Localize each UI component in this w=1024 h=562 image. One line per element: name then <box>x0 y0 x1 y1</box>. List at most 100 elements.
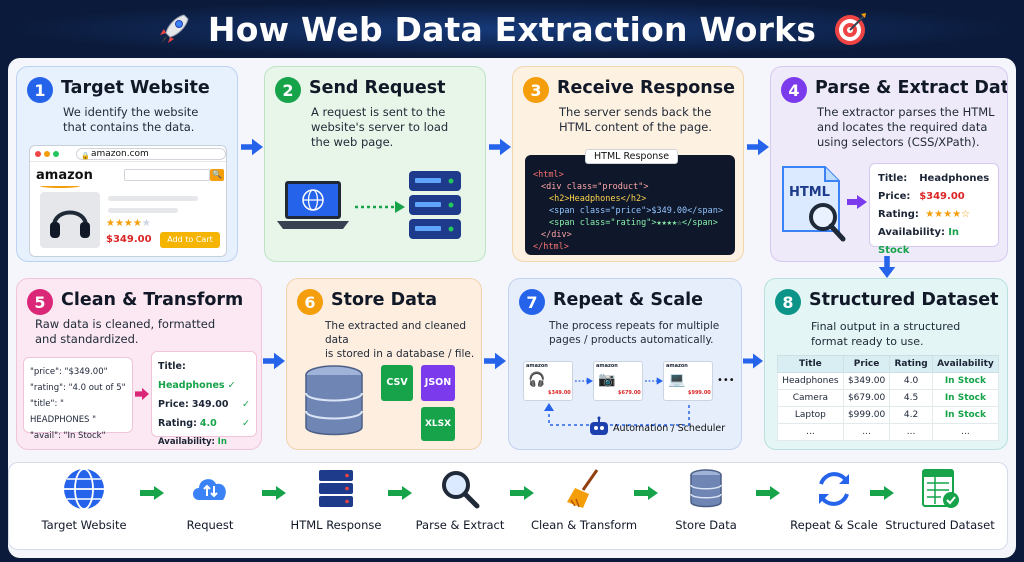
step-number-badge: 7 <box>519 289 545 315</box>
rocket-icon <box>159 14 189 44</box>
flow-arrow-right-icon <box>263 352 285 370</box>
flow-arrow-green-icon <box>870 486 894 500</box>
step-card-receive-response: 3 Receive Response The server sends back… <box>512 66 744 262</box>
rating-stars: ★★★★★ <box>106 218 151 229</box>
clean-data-box: Title: Headphones ✓ Price: 349.00 ✓ Rati… <box>151 351 257 447</box>
extracted-fields-box: Title: Headphones Price: $349.00 Rating:… <box>869 163 999 256</box>
refresh-icon <box>819 472 849 506</box>
field-value-stars: ★★★★☆ <box>925 209 971 220</box>
flow-step-store-data: Store Data <box>646 466 766 542</box>
step-number-badge: 5 <box>27 289 53 315</box>
browser-titlebar: 🔒 amazon.com <box>30 146 226 162</box>
flow-arrow-green-icon <box>756 486 780 500</box>
column-header: Title <box>777 355 844 373</box>
robot-icon <box>590 416 608 435</box>
target-icon <box>835 13 867 45</box>
flow-arrow-right-icon <box>747 138 769 156</box>
step-title: Receive Response <box>557 78 736 98</box>
step-title: Parse & Extract Data <box>815 78 1008 98</box>
column-header: Price <box>842 355 891 373</box>
step-card-parse-extract: 4 Parse & Extract Data The extractor par… <box>770 66 1008 262</box>
raw-line: "rating": "4.0 out of 5" <box>30 383 126 393</box>
lock-icon: 🔒 <box>81 152 90 160</box>
camera-thumb-icon: 📷 <box>598 372 616 388</box>
flow-step-label: Parse & Extract <box>415 518 505 532</box>
loop-dotted-arrow <box>544 403 690 426</box>
flow-arrow-right-icon <box>241 138 263 156</box>
url-bar[interactable]: 🔒 amazon.com <box>76 148 226 160</box>
check-icon: ✓ <box>242 418 250 429</box>
laptop-thumb-icon: 💻 <box>668 372 686 388</box>
check-icon: ✓ <box>242 399 250 410</box>
flow-arrow-right-icon <box>743 353 763 369</box>
product-text-placeholder <box>108 208 178 213</box>
step-card-target-website: 1 Target Website We identify the website… <box>16 66 238 262</box>
step-number-badge: 6 <box>297 289 323 315</box>
step-number-badge: 2 <box>275 77 301 103</box>
flow-step-request: Request <box>150 466 270 542</box>
html-doc-label: HTML <box>789 185 830 200</box>
step-title: Send Request <box>309 78 446 98</box>
flow-step-clean-transform: Clean & Transform <box>524 466 644 542</box>
flow-arrow-right-icon <box>489 138 511 156</box>
site-search-button[interactable]: 🔍 <box>210 169 224 181</box>
field-label: Rating: <box>878 209 919 220</box>
code-line: <h2>Headphones</h2> <box>549 194 647 204</box>
amazon-logo: amazon <box>36 168 93 183</box>
flow-step-parse-extract: Parse & Extract <box>400 466 520 542</box>
code-line: </div> <box>541 230 572 240</box>
step-title: Structured Dataset <box>809 290 999 310</box>
column-header: Availability <box>931 355 1000 373</box>
product-page-thumb: amazon 💻 $999.00 <box>663 361 713 401</box>
raw-line: "title": " HEADPHONES " <box>30 399 97 425</box>
flow-arrow-green-icon <box>262 486 286 500</box>
step-card-store-data: 6 Store Data The extracted and cleaned d… <box>286 278 482 450</box>
database-icon <box>305 365 363 436</box>
dataset-table: Title Price Rating Availability Headphon… <box>777 355 1000 441</box>
table-row: ............ <box>777 423 1000 441</box>
maximize-dot-icon <box>53 151 59 157</box>
step-card-repeat-scale: 7 Repeat & Scale The process repeats for… <box>508 278 742 450</box>
browser-window: 🔒 amazon.com amazon 🔍 ★★★★★ $349.00 Add … <box>29 145 227 257</box>
add-to-cart-button[interactable]: Add to Cart <box>160 232 220 248</box>
step-card-structured-dataset: 8 Structured Dataset Final output in a s… <box>764 278 1008 450</box>
step-number-badge: 8 <box>775 289 801 315</box>
code-line: <html> <box>533 170 564 180</box>
globe-icon <box>64 468 104 510</box>
flow-step-label: HTML Response <box>290 518 382 532</box>
field-label: Price: <box>878 191 911 202</box>
minimize-dot-icon <box>44 151 50 157</box>
flow-step-label: Repeat & Scale <box>790 518 878 532</box>
code-line: <span class="price">$349.00</span> <box>549 206 723 216</box>
column-header: Rating <box>889 355 933 373</box>
flow-step-label: Request <box>186 518 234 532</box>
site-search-input[interactable] <box>124 169 210 181</box>
flow-step-label: Target Website <box>41 518 127 532</box>
html-code-panel: HTML Response <html> <div class="product… <box>525 149 735 255</box>
dotted-arrow-icon <box>645 377 663 385</box>
step-title: Clean & Transform <box>61 290 244 310</box>
step-title: Repeat & Scale <box>553 290 704 310</box>
broom-icon <box>567 469 599 508</box>
field-value: $349.00 <box>919 191 965 202</box>
raw-line: "price": "$349.00" <box>30 367 108 377</box>
database-icon <box>690 469 722 508</box>
flow-arrow-green-icon <box>140 486 164 500</box>
flow-arrow-green-icon <box>634 486 658 500</box>
check-icon: ✓ <box>227 380 236 391</box>
flow-step-label: Clean & Transform <box>530 518 638 532</box>
step-card-clean-transform: 5 Clean & Transform Raw data is cleaned,… <box>16 278 262 450</box>
step-title: Target Website <box>61 78 210 98</box>
flow-step-target-website: Target Website <box>24 466 144 542</box>
